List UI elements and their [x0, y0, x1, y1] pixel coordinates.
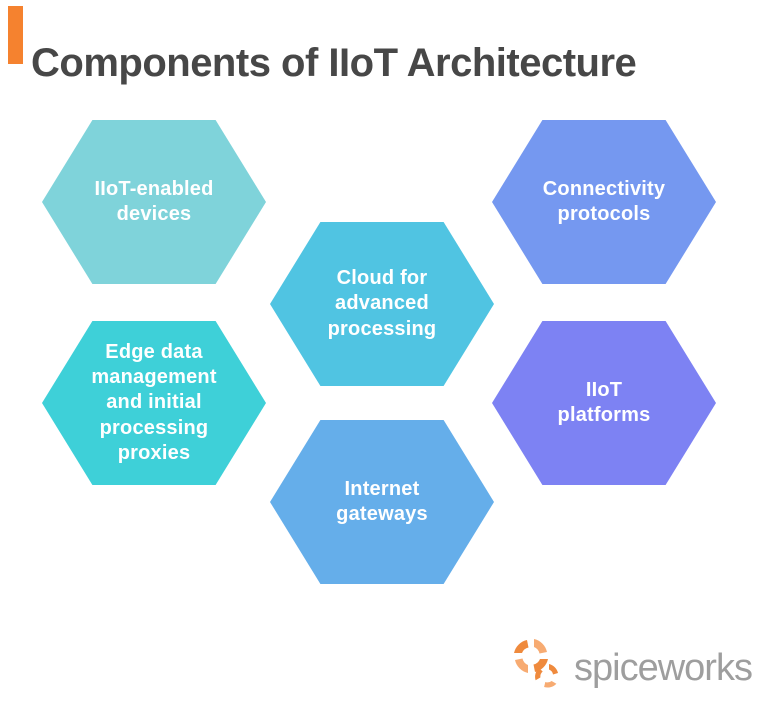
- page-title: Components of IIoT Architecture: [31, 40, 637, 85]
- hexagon-connectivity-protocols: Connectivity protocols: [492, 120, 716, 284]
- hexagon-cloud-advanced-processing: Cloud for advanced processing: [270, 222, 494, 386]
- hexagon-label-connectivity-protocols: Connectivity protocols: [542, 177, 666, 225]
- spiceworks-pinwheel-icon: [514, 639, 558, 688]
- hexagon-edge-data-management: Edge data management and initial process…: [42, 321, 266, 485]
- hexagon-label-edge-data-management: Edge data management and initial process…: [91, 340, 217, 465]
- spiceworks-logo-text: spiceworks: [574, 647, 753, 689]
- hexagon-iiot-enabled-devices: IIoT-enabled devices: [42, 120, 266, 284]
- hexagon-iiot-platforms: IIoT platforms: [492, 321, 716, 485]
- hexagon-label-iiot-platforms: IIoT platforms: [557, 378, 651, 426]
- hexagon-internet-gateways: Internet gateways: [270, 420, 494, 584]
- hexagon-label-iiot-enabled-devices: IIoT-enabled devices: [94, 177, 214, 225]
- hexagon-label-internet-gateways: Internet gateways: [336, 477, 428, 525]
- hexagon-label-cloud-advanced-processing: Cloud for advanced processing: [327, 266, 437, 340]
- spiceworks-logo: spiceworks: [510, 636, 753, 694]
- title-accent-bar: [8, 6, 23, 64]
